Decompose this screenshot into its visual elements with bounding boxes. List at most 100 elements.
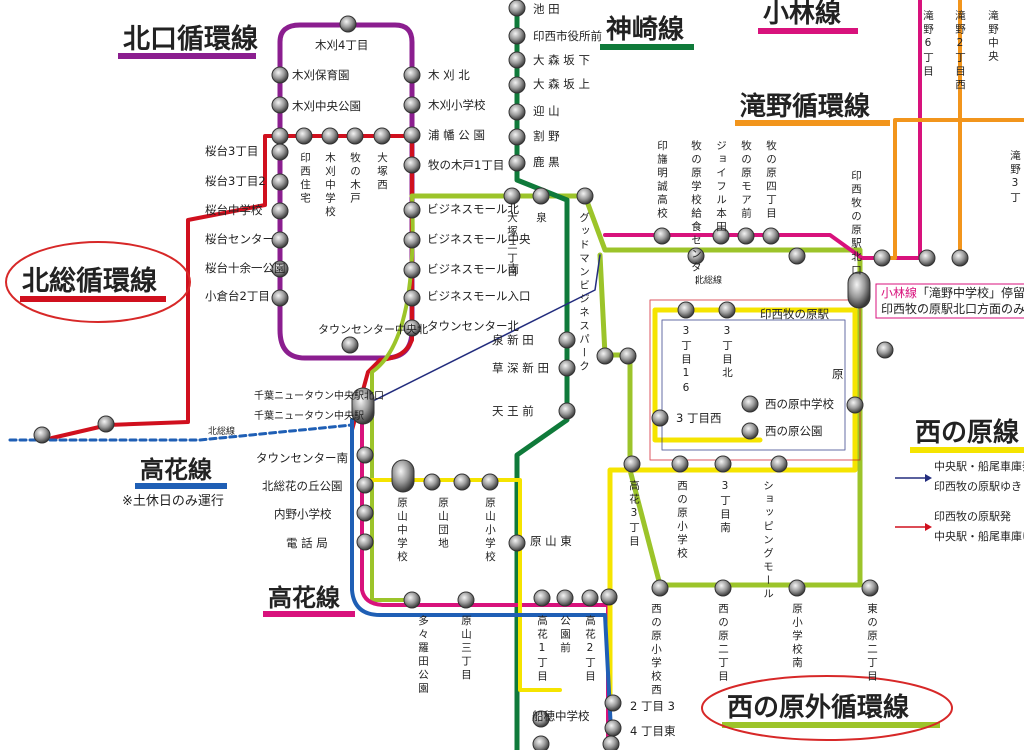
bus-stop-marker[interactable]: [651, 409, 669, 427]
bus-stop-marker[interactable]: [356, 504, 374, 522]
bus-stop-marker[interactable]: [651, 579, 669, 597]
bus-stop-marker[interactable]: [533, 589, 551, 607]
bus-stop-marker[interactable]: [508, 51, 526, 69]
bus-stop-marker[interactable]: [788, 247, 806, 265]
bus-stop-marker[interactable]: [741, 395, 759, 413]
bus-stop-marker[interactable]: [341, 336, 359, 354]
bus-stop-marker[interactable]: [558, 359, 576, 377]
bus-stop-marker[interactable]: [556, 589, 574, 607]
bus-stop-marker[interactable]: [623, 455, 641, 473]
bus-stop-marker[interactable]: [271, 173, 289, 191]
harayama-station-marker[interactable]: [391, 459, 415, 493]
bus-stop-marker[interactable]: [737, 227, 755, 245]
bus-stop-marker[interactable]: [712, 227, 730, 245]
bus-stop-marker[interactable]: [271, 143, 289, 161]
bus-stop-marker[interactable]: [558, 402, 576, 420]
bus-stop-marker[interactable]: [271, 66, 289, 84]
label-ikeda: 池 田: [533, 2, 560, 16]
bus-stop-marker[interactable]: [873, 249, 891, 267]
bus-stop-marker[interactable]: [295, 127, 313, 145]
chiba-nt-chuo-station-marker[interactable]: [351, 387, 375, 425]
bus-stop-marker[interactable]: [714, 579, 732, 597]
label-chome3-nishi: 3 丁目西: [676, 411, 721, 425]
bus-stop-marker[interactable]: [619, 347, 637, 365]
bus-stop-marker[interactable]: [741, 422, 759, 440]
bus-stop-marker[interactable]: [503, 187, 521, 205]
vertical-stop-label: 3丁目北: [721, 325, 733, 381]
bus-stop-marker[interactable]: [403, 231, 421, 249]
bus-stop-marker[interactable]: [403, 289, 421, 307]
bus-stop-marker[interactable]: [558, 331, 576, 349]
bus-stop-marker[interactable]: [508, 76, 526, 94]
bus-stop-marker[interactable]: [714, 455, 732, 473]
bus-stop-marker[interactable]: [423, 473, 441, 491]
bus-stop-marker[interactable]: [403, 261, 421, 279]
bus-stop-marker[interactable]: [532, 710, 550, 728]
bus-stop-marker[interactable]: [356, 476, 374, 494]
bus-stop-marker[interactable]: [271, 260, 289, 278]
bus-stop-marker[interactable]: [508, 0, 526, 17]
bus-stop-marker[interactable]: [97, 415, 115, 433]
bus-stop-marker[interactable]: [321, 127, 339, 145]
bus-stop-marker[interactable]: [861, 579, 879, 597]
label-kibari4: 木刈4丁目: [315, 38, 368, 52]
bus-stop-marker[interactable]: [532, 735, 550, 750]
bus-stop-marker[interactable]: [508, 103, 526, 121]
bus-stop-marker[interactable]: [576, 187, 594, 205]
bus-stop-marker[interactable]: [403, 591, 421, 609]
bus-stop-marker[interactable]: [677, 301, 695, 319]
bus-stop-marker[interactable]: [600, 588, 618, 606]
magenta-route-line: [360, 403, 610, 750]
bus-stop-marker[interactable]: [876, 341, 894, 359]
bus-stop-marker[interactable]: [403, 156, 421, 174]
bus-stop-marker[interactable]: [453, 473, 471, 491]
bus-stop-marker[interactable]: [346, 127, 364, 145]
label-tennomae: 天 王 前: [492, 404, 534, 418]
bus-stop-marker[interactable]: [532, 187, 550, 205]
bus-stop-marker[interactable]: [457, 591, 475, 609]
inzai-makinohara-station-marker[interactable]: [847, 271, 871, 309]
bus-stop-marker[interactable]: [481, 473, 499, 491]
bus-stop-marker[interactable]: [596, 347, 614, 365]
bus-stop-marker[interactable]: [508, 128, 526, 146]
bus-stop-marker[interactable]: [271, 127, 289, 145]
bus-stop-marker[interactable]: [508, 154, 526, 172]
bus-stop-marker[interactable]: [762, 227, 780, 245]
legend-blue-arrowhead: [925, 474, 932, 482]
bus-stop-marker[interactable]: [604, 719, 622, 737]
label-business-kita: ビジネスモール北: [427, 202, 519, 216]
kobayashi-underline: [758, 28, 858, 34]
bus-stop-marker[interactable]: [271, 231, 289, 249]
bus-stop-marker[interactable]: [403, 201, 421, 219]
bus-stop-marker[interactable]: [508, 534, 526, 552]
bus-stop-marker[interactable]: [770, 455, 788, 473]
bus-stop-marker[interactable]: [653, 227, 671, 245]
vertical-stop-label: 3丁目16: [680, 325, 692, 397]
bus-stop-marker[interactable]: [671, 455, 689, 473]
bus-stop-marker[interactable]: [356, 533, 374, 551]
bus-stop-marker[interactable]: [687, 247, 705, 265]
bus-stop-marker[interactable]: [788, 579, 806, 597]
vertical-stop-label: 泉: [535, 211, 547, 225]
bus-stop-marker[interactable]: [951, 249, 969, 267]
bus-stop-marker[interactable]: [33, 426, 51, 444]
bus-stop-marker[interactable]: [403, 66, 421, 84]
bus-stop-marker[interactable]: [403, 96, 421, 114]
bus-stop-marker[interactable]: [718, 301, 736, 319]
hokuso-underline: [20, 296, 166, 302]
bus-stop-marker[interactable]: [271, 202, 289, 220]
bus-stop-marker[interactable]: [403, 126, 421, 144]
bus-stop-marker[interactable]: [339, 15, 357, 33]
bus-stop-marker[interactable]: [271, 289, 289, 307]
bus-stop-marker[interactable]: [356, 446, 374, 464]
bus-stop-marker[interactable]: [602, 735, 620, 750]
bus-stop-marker[interactable]: [581, 589, 599, 607]
bus-stop-marker[interactable]: [373, 127, 391, 145]
bus-stop-marker[interactable]: [271, 96, 289, 114]
bus-stop-marker[interactable]: [403, 319, 421, 337]
bus-stop-marker[interactable]: [918, 249, 936, 267]
bus-stop-marker[interactable]: [846, 396, 864, 414]
bus-stop-marker[interactable]: [604, 694, 622, 712]
bus-stop-marker[interactable]: [508, 27, 526, 45]
